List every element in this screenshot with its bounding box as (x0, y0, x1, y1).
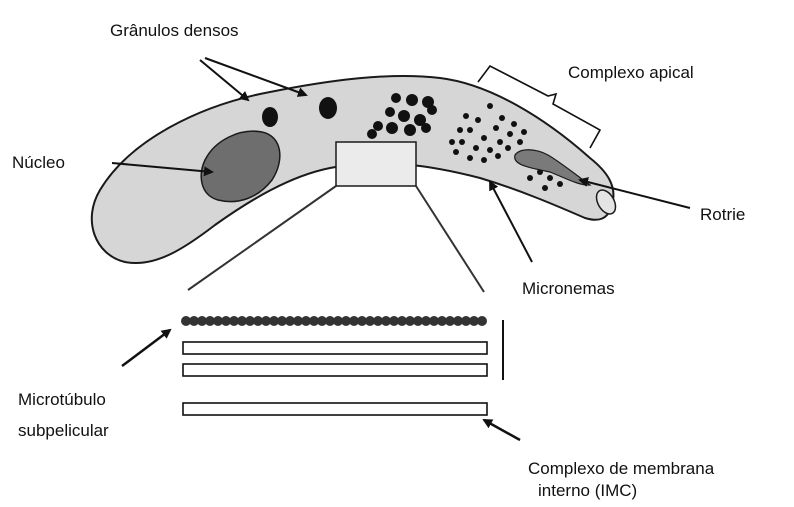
organelle-dot (457, 127, 463, 133)
organelle-dot (481, 135, 487, 141)
organelle-dot (517, 139, 523, 145)
label-microtubulo-line2: subpelicular (18, 420, 109, 442)
organelle-dot (386, 122, 398, 134)
arrow-imc (484, 420, 520, 440)
organelle-dot (495, 153, 501, 159)
organelle-dot (385, 107, 395, 117)
organelle-dot (547, 175, 553, 181)
organelle-dot (542, 185, 548, 191)
organelle-dot (467, 155, 473, 161)
label-rotrie: Rotrie (700, 204, 745, 226)
zoom-box (336, 142, 416, 186)
organelle-dot (487, 147, 493, 153)
organelle-dot (521, 129, 527, 135)
organelle-dot (527, 175, 533, 181)
organelle-dot (557, 181, 563, 187)
dense-granule (262, 107, 278, 127)
organelle-dot (473, 145, 479, 151)
label-micronemas: Micronemas (522, 278, 615, 300)
microtubule-bead (477, 316, 487, 326)
organelle-dot (507, 131, 513, 137)
organelle-dot (406, 94, 418, 106)
imc-membrane-2 (183, 364, 487, 376)
organelle-dot (499, 115, 505, 121)
subpellicular-microtubule (181, 316, 487, 326)
label-imc-line2: interno (IMC) (538, 480, 637, 502)
organelle-dot (467, 127, 473, 133)
organelle-dot (497, 139, 503, 145)
organelle-dot (398, 110, 410, 122)
label-nucleo: Núcleo (12, 152, 65, 174)
organelle-dot (475, 117, 481, 123)
organelle-dot (505, 145, 511, 151)
organelle-dot (404, 124, 416, 136)
organelle-dot (511, 121, 517, 127)
organelle-dot (427, 105, 437, 115)
organelle-dot (453, 149, 459, 155)
imc-membrane-1 (183, 342, 487, 354)
label-granulos-densos: Grânulos densos (110, 20, 239, 42)
organelle-dot (459, 139, 465, 145)
zoom-line-right (416, 186, 484, 292)
arrow-microtubulo (122, 330, 170, 366)
organelle-dot (493, 125, 499, 131)
organelle-dot (481, 157, 487, 163)
organelle-dot (449, 139, 455, 145)
organelle-dot (421, 123, 431, 133)
dense-granule (319, 97, 337, 119)
label-complexo-apical: Complexo apical (568, 62, 694, 84)
organelle-dot (487, 103, 493, 109)
organelle-dot (463, 113, 469, 119)
label-imc-line1: Complexo de membrana (528, 458, 714, 480)
organelle-dot (373, 121, 383, 131)
imc-membrane-3 (183, 403, 487, 415)
label-microtubulo-line1: Microtúbulo (18, 389, 106, 411)
organelle-dot (391, 93, 401, 103)
organelle-dot (367, 129, 377, 139)
